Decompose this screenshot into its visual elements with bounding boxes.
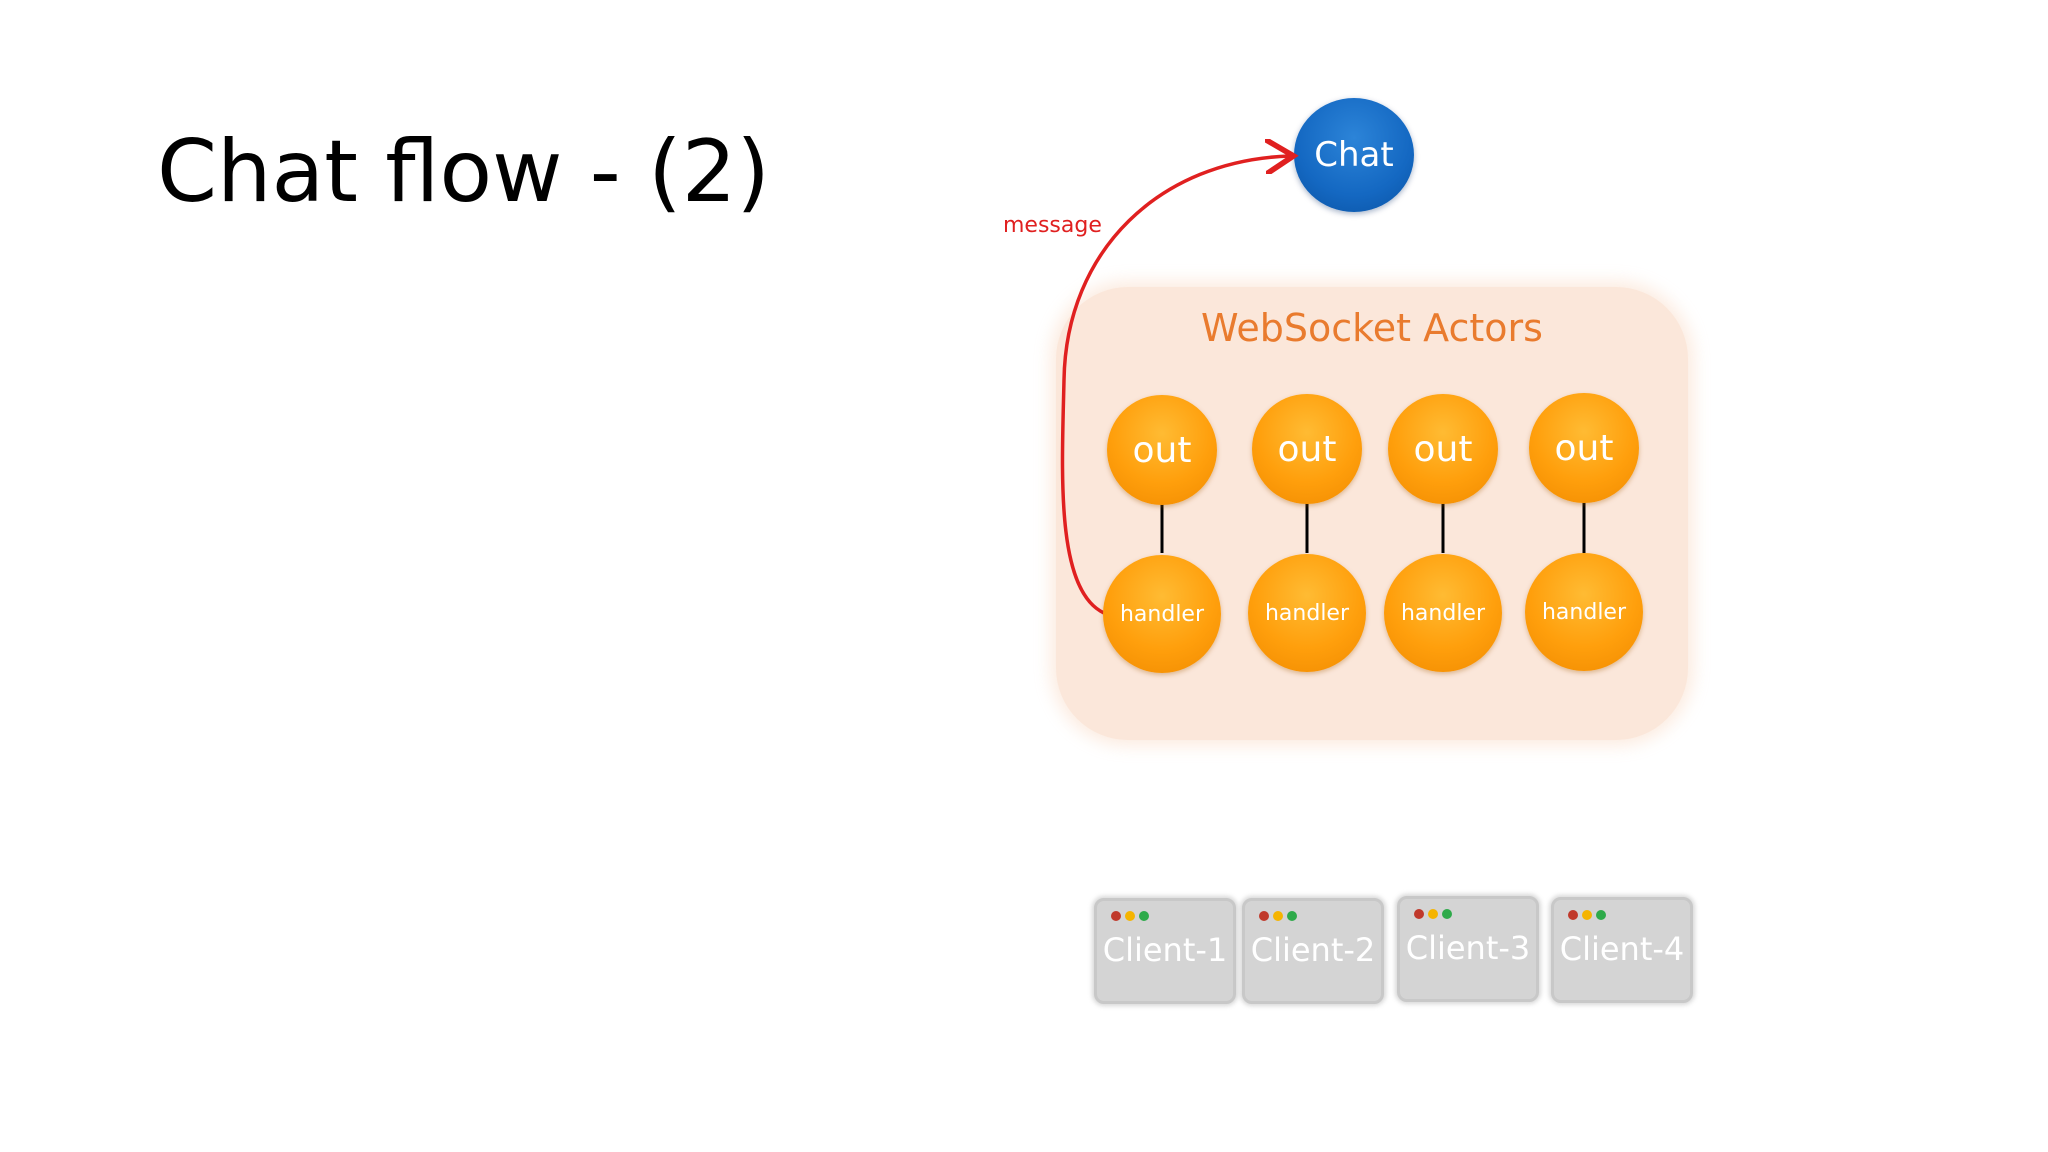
client-label: Client-2 <box>1250 931 1376 969</box>
client-window-4: Client-4 <box>1551 897 1693 1003</box>
window-dot-red-icon <box>1259 911 1269 921</box>
chat-actor-node: Chat <box>1294 98 1414 212</box>
out-node-label: out <box>1413 428 1473 470</box>
window-dot-red-icon <box>1414 909 1424 919</box>
handler-node-1: handler <box>1103 555 1221 673</box>
out-node-2: out <box>1252 394 1362 504</box>
window-dot-red-icon <box>1568 910 1578 920</box>
window-controls <box>1568 910 1606 920</box>
out-node-label: out <box>1554 427 1614 469</box>
chat-actor-label: Chat <box>1314 135 1394 175</box>
message-arrow-label: message <box>1003 213 1102 238</box>
client-window-1: Client-1 <box>1094 898 1236 1004</box>
handler-node-3: handler <box>1384 554 1502 672</box>
window-dot-yellow-icon <box>1582 910 1592 920</box>
handler-node-4: handler <box>1525 553 1643 671</box>
window-dot-yellow-icon <box>1428 909 1438 919</box>
window-dot-green-icon <box>1287 911 1297 921</box>
window-dot-green-icon <box>1442 909 1452 919</box>
handler-node-label: handler <box>1541 599 1627 625</box>
window-controls <box>1111 911 1149 921</box>
handler-node-label: handler <box>1264 600 1350 626</box>
window-controls <box>1259 911 1297 921</box>
out-node-3: out <box>1388 394 1498 504</box>
slide-title: Chat flow - (2) <box>157 122 770 222</box>
client-label: Client-4 <box>1559 930 1685 968</box>
out-node-1: out <box>1107 395 1217 505</box>
client-label: Client-1 <box>1102 931 1228 969</box>
window-controls <box>1414 909 1452 919</box>
window-dot-yellow-icon <box>1125 911 1135 921</box>
window-dot-yellow-icon <box>1273 911 1283 921</box>
client-window-3: Client-3 <box>1397 896 1539 1002</box>
handler-node-2: handler <box>1248 554 1366 672</box>
out-node-label: out <box>1132 429 1192 471</box>
handler-node-label: handler <box>1119 601 1205 627</box>
window-dot-green-icon <box>1139 911 1149 921</box>
out-node-4: out <box>1529 393 1639 503</box>
window-dot-green-icon <box>1596 910 1606 920</box>
websocket-actors-title: WebSocket Actors <box>1201 306 1543 350</box>
out-node-label: out <box>1277 428 1337 470</box>
client-label: Client-3 <box>1405 929 1531 967</box>
handler-node-label: handler <box>1400 600 1486 626</box>
client-window-2: Client-2 <box>1242 898 1384 1004</box>
window-dot-red-icon <box>1111 911 1121 921</box>
